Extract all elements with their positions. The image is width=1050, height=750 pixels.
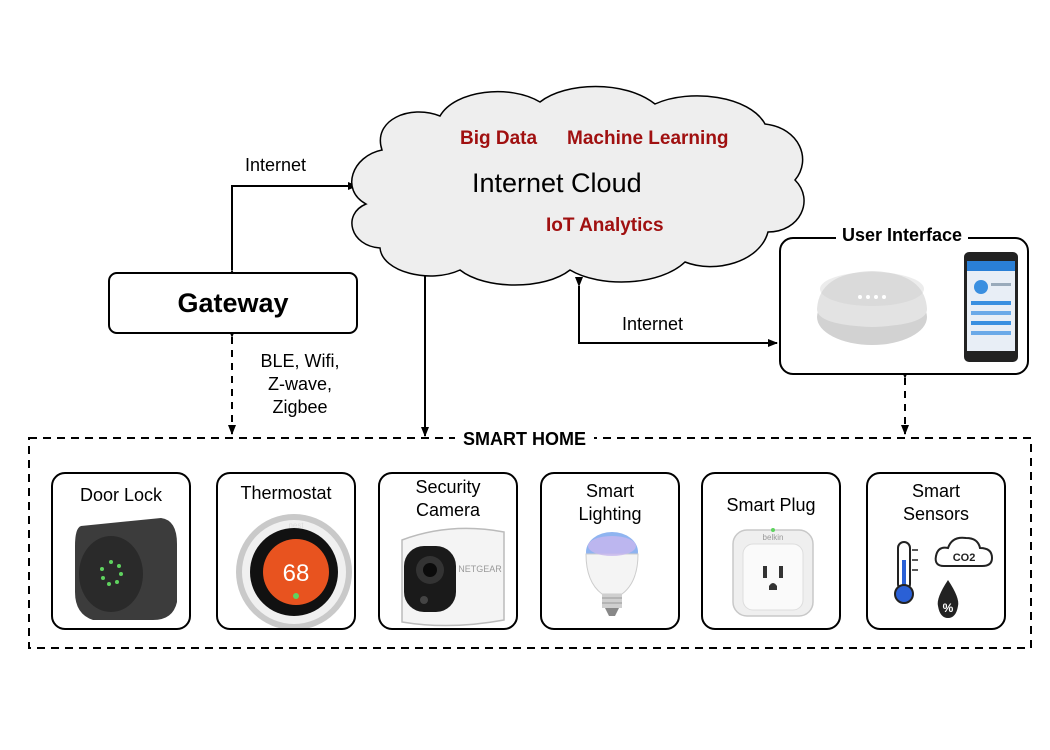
smartphone-icon <box>964 252 1018 362</box>
device-label: Door Lock <box>79 485 163 505</box>
cloud-tag-iot-analytics: IoT Analytics <box>546 215 664 236</box>
device-card-smart-sensors: Smart Sensors CO2 % <box>866 472 1006 630</box>
device-card-thermostat: Thermostat 68 nest <box>216 472 356 630</box>
thermostat-icon: 68 nest <box>236 514 352 628</box>
thermostat-brand: nest <box>288 521 304 530</box>
cloud-ui-link-label: Internet <box>622 314 684 334</box>
device-label: Smart Lighting <box>578 481 642 524</box>
protocol-line-1: BLE, Wifi, <box>260 351 340 371</box>
plug-brand: belkin <box>763 533 784 542</box>
sensors-icon: CO2 % <box>894 536 994 618</box>
cloud-tag-machine-learning: Machine Learning <box>567 128 729 149</box>
camera-brand: NETGEAR <box>458 564 502 574</box>
user-interface-devices <box>817 252 1018 362</box>
user-interface-title: User Interface <box>836 225 969 246</box>
protocol-line-3: Zigbee <box>272 397 328 417</box>
smart-speaker-icon <box>817 271 927 345</box>
thermostat-reading: 68 <box>283 560 310 587</box>
device-card-smart-lighting: Smart Lighting <box>540 472 680 630</box>
device-label: Smart Plug <box>726 495 816 515</box>
gateway-cloud-link <box>228 182 358 279</box>
humidity-label: % <box>943 601 954 615</box>
protocol-line-2: Z-wave, <box>267 374 332 394</box>
co2-cloud-icon: CO2 <box>934 536 994 567</box>
device-label: Smart Sensors <box>902 481 970 524</box>
gateway-label: Gateway <box>177 287 289 318</box>
thermometer-icon <box>894 541 918 604</box>
co2-label: CO2 <box>953 552 976 564</box>
smart-plug-icon: belkin <box>732 528 814 617</box>
light-bulb-icon <box>585 532 639 616</box>
device-card-door-lock: Door Lock <box>51 472 191 630</box>
device-label: Thermostat <box>240 483 332 503</box>
device-card-security-camera: Security Camera NETGEAR <box>378 472 518 630</box>
device-card-smart-plug: Smart Plug belkin <box>701 472 841 630</box>
user-interface-box <box>779 237 1029 375</box>
cloud-title: Internet Cloud <box>472 168 642 198</box>
gateway-node: Gateway <box>108 272 358 334</box>
humidity-icon: % <box>937 580 959 618</box>
smart-home-title: SMART HOME <box>455 429 594 450</box>
cloud-tag-big-data: Big Data <box>460 128 538 149</box>
gateway-cloud-link-label: Internet <box>245 155 307 175</box>
device-label: Security Camera <box>415 477 481 520</box>
protocol-label: BLE, Wifi, Z-wave, Zigbee <box>250 350 350 419</box>
door-lock-icon <box>75 518 177 620</box>
security-camera-icon: NETGEAR <box>401 527 505 627</box>
